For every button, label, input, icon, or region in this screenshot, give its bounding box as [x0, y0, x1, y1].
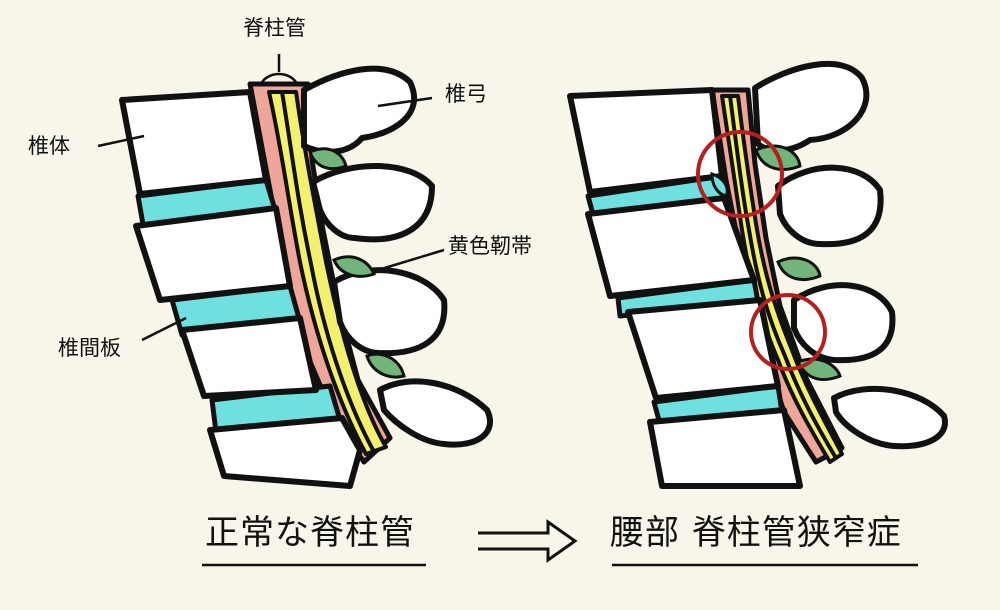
- stenosis-vertebral-body-4: [647, 407, 803, 489]
- stenosis-vertebral-body-2: [585, 195, 757, 299]
- stenosis-vertebral-arch-3: [791, 282, 896, 364]
- stenosis-vertebral-body-1: [567, 87, 725, 195]
- normal-vertebral-body-4: [207, 415, 363, 489]
- caption-lumbar-spinal-stenosis: 腰部 脊柱管狭窄症: [610, 513, 902, 553]
- normal-ligamentum-flavum-2: [332, 255, 377, 278]
- stenosis-vertebral-body-3: [625, 297, 781, 401]
- double-arrow-icon: [478, 519, 578, 563]
- ligamentum-flavum-pointer-line: [377, 248, 445, 272]
- normal-spinal-cord: [267, 90, 388, 456]
- normal-vertebral-body-2: [133, 205, 293, 303]
- normal-vertebral-arch-4: [377, 378, 493, 448]
- stenosis-vertebral-arch-2: [775, 164, 884, 248]
- normal-vertebral-arch-2: [310, 163, 435, 243]
- caption-lines-and-arrow: [202, 519, 918, 567]
- label-vertebral-arch: 椎弓: [445, 82, 487, 106]
- label-vertebral-body: 椎体: [28, 134, 70, 158]
- stenosis-highlight-circle-lower: [749, 293, 827, 371]
- stenosis-ligamentum-flavum-2: [776, 256, 822, 281]
- normal-vertebral-arch-3: [331, 267, 448, 357]
- normal-vertebral-body-1: [119, 89, 269, 197]
- spinal-canal-bracket: [258, 72, 300, 87]
- normal-ligamentum-flavum-1: [308, 147, 348, 171]
- vertebral-body-pointer-line: [97, 134, 145, 148]
- stenosis-spine-illustration: [567, 61, 948, 489]
- normal-vertebral-body-3: [179, 315, 319, 399]
- vertebral-arch-pointer-line: [377, 96, 433, 108]
- stenosis-highlight-circle-upper: [696, 130, 784, 218]
- caption-normal-spinal-canal: 正常な脊柱管: [205, 513, 415, 553]
- normal-ligamentum-flavum-3: [365, 352, 406, 379]
- normal-vertebral-arch-1: [301, 65, 418, 155]
- stenosis-bulging-disc-top: [710, 171, 729, 198]
- stenosis-vertebral-arch-1: [752, 61, 870, 154]
- stenosis-vertebral-arch-4: [831, 385, 948, 450]
- normal-cord-center-line: [280, 91, 375, 451]
- label-ligamentum-flavum: 黄色靭帯: [448, 234, 532, 258]
- stenosis-cord-center-line: [728, 95, 838, 460]
- label-spinal-canal: 脊柱管: [243, 16, 306, 40]
- normal-spine-illustration: [97, 54, 493, 489]
- label-intervertebral-disc: 椎間板: [58, 336, 121, 360]
- intervertebral-disc-pointer-line: [141, 316, 187, 342]
